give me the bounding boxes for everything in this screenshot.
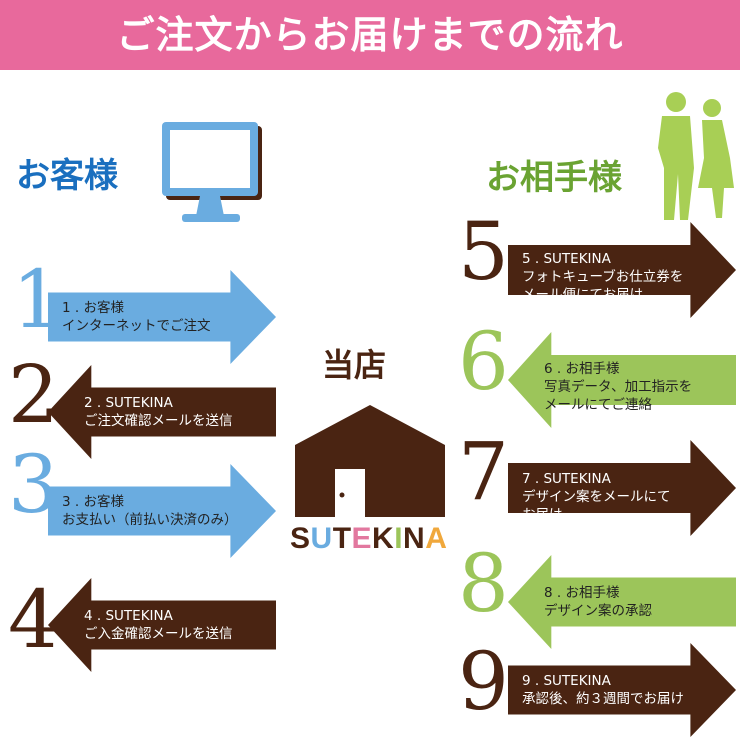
brand-logo: SUTEKINA (290, 522, 448, 555)
step-text: 6 . お相手様写真データ、加工指示をメールにてご連絡 (544, 361, 693, 413)
step-number: 7 (458, 425, 509, 518)
step-number: 2 (8, 348, 59, 441)
step-number: 5 (458, 205, 509, 298)
recipient-label: お相手様 (486, 158, 622, 198)
step-number: 4 (8, 573, 59, 666)
couple-silhouette-icon (658, 92, 734, 220)
customer-label: お客様 (16, 156, 118, 196)
step-number: 8 (458, 537, 509, 630)
shop-label: 当店 (322, 346, 387, 384)
monitor-icon (162, 122, 262, 222)
step-text: 1 . お客様インターネットでご注文 (62, 300, 211, 334)
page-title: ご注文からお届けまでの流れ (0, 0, 740, 70)
shop-house-icon (295, 405, 445, 517)
step-number: 6 (458, 315, 509, 408)
step-text: 3 . お客様お支払い（前払い決済のみ） (62, 494, 238, 528)
step-text: 8 . お相手様デザイン案の承認 (544, 585, 652, 619)
step-number: 9 (458, 635, 509, 728)
